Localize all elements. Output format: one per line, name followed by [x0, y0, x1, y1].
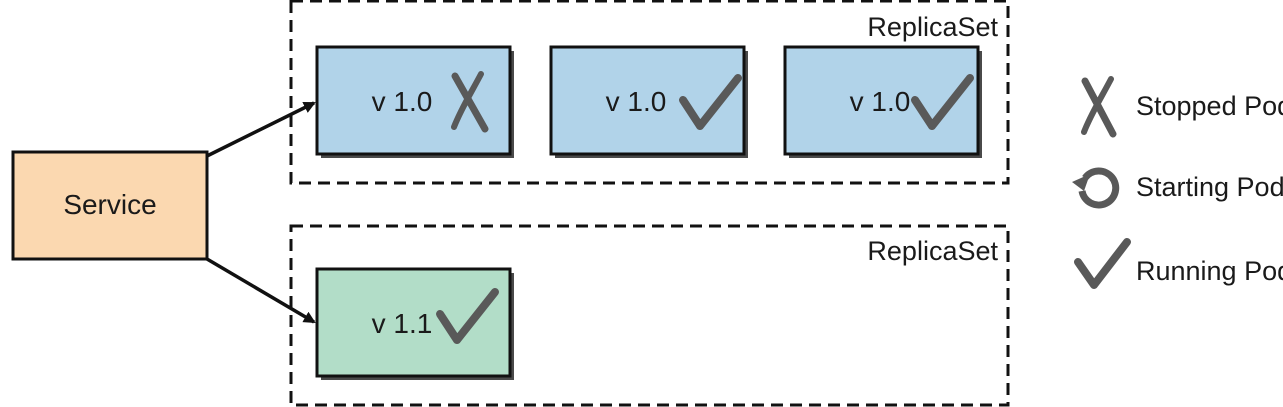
service-box [11, 150, 209, 261]
legend-item-running: Running Pod [1074, 238, 1283, 289]
circular-arrow-icon [1072, 167, 1120, 209]
pod: v 1.0 [315, 45, 514, 158]
checkmark-icon [911, 74, 974, 130]
replicaset-top [289, 0, 1010, 185]
pod-version-label: v 1.0 [850, 86, 911, 117]
legend-label: Stopped Pod [1136, 91, 1283, 121]
pod-version-label: v 1.0 [606, 86, 667, 117]
pod: v 1.0 [549, 45, 748, 158]
legend-item-stopped: Stopped Pod [1081, 76, 1283, 138]
replicaset-bottom [289, 224, 1010, 407]
replicaset-bottom-label: ReplicaSet [867, 236, 998, 266]
pod-version-label: v 1.0 [372, 86, 433, 117]
legend-item-starting: Starting Pod [1072, 167, 1283, 209]
legend: Stopped Pod Starting Pod Running Pod [1072, 76, 1283, 289]
pod: v 1.0 [783, 45, 982, 158]
service-label: Service [63, 189, 156, 220]
legend-label: Running Pod [1136, 256, 1283, 286]
checkmark-icon [1074, 238, 1131, 289]
checkmark-icon [679, 74, 742, 130]
x-icon [1081, 76, 1117, 138]
x-icon [451, 71, 489, 133]
legend-label: Starting Pod [1136, 172, 1283, 202]
replicaset-top-label: ReplicaSet [867, 12, 998, 42]
checkmark-icon [436, 288, 499, 344]
pod: v 1.1 [315, 267, 514, 380]
pod-version-label: v 1.1 [372, 308, 433, 339]
arrow-service-to-replicaset-top [206, 101, 316, 158]
arrow-service-to-replicaset-bottom [206, 257, 316, 324]
